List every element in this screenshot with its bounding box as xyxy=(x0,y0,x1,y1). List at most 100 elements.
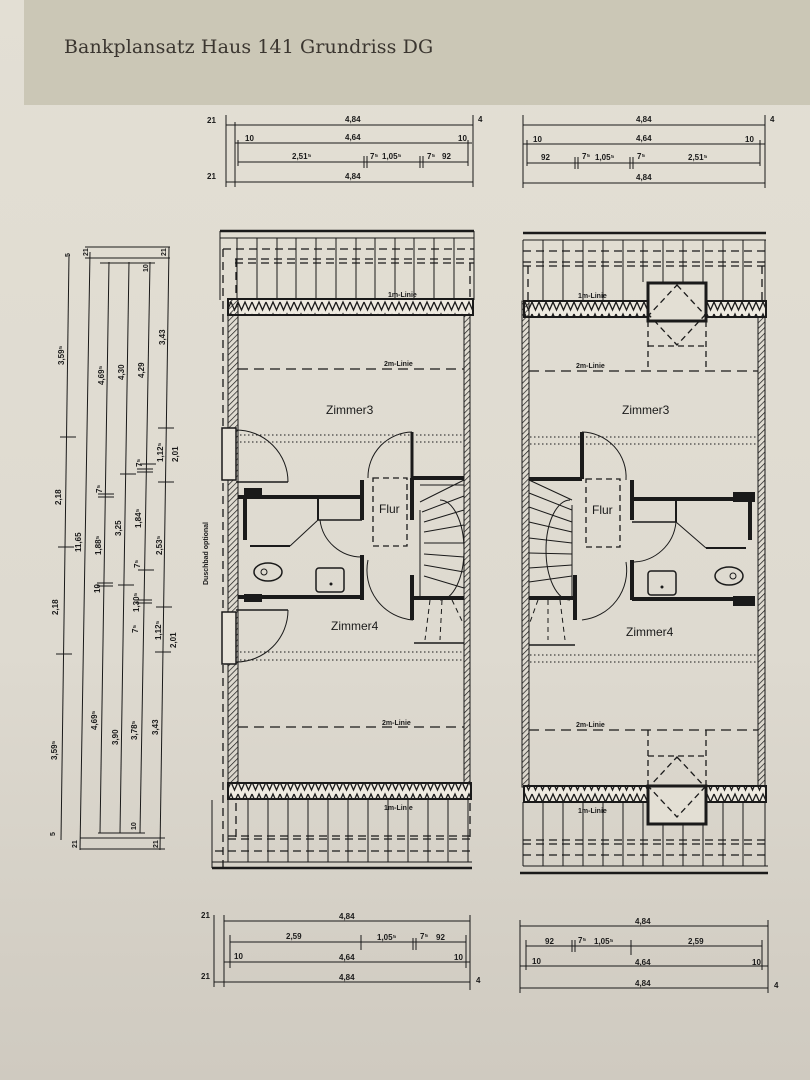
dim-label: 21 xyxy=(201,911,210,920)
svg-text:21: 21 xyxy=(161,248,168,256)
dim-label: 10 xyxy=(752,958,761,967)
dim-label: 4 xyxy=(770,115,775,124)
svg-text:21: 21 xyxy=(153,840,160,848)
dim-label: 10 xyxy=(532,957,541,966)
svg-text:2,18: 2,18 xyxy=(54,489,63,505)
svg-text:21: 21 xyxy=(83,248,90,256)
dim-label: 10 xyxy=(745,135,754,144)
svg-text:4,30: 4,30 xyxy=(117,364,126,380)
room-label-zimmer3: Zimmer3 xyxy=(326,403,374,417)
dim-label: 10 xyxy=(458,134,467,143)
svg-text:1,88⁵: 1,88⁵ xyxy=(94,535,103,555)
svg-text:3,43: 3,43 xyxy=(158,329,167,345)
svg-text:10: 10 xyxy=(93,584,102,593)
dim-label: 4,64 xyxy=(636,134,652,143)
dim-label: 4 xyxy=(476,976,481,985)
svg-text:1,12⁵: 1,12⁵ xyxy=(154,620,163,640)
dim-label: 7⁵ xyxy=(370,152,378,161)
dim-label: 92 xyxy=(545,937,554,946)
vertical-dimensions xyxy=(56,246,174,851)
dim-label: 1,05⁵ xyxy=(595,153,615,162)
svg-text:2,53⁵: 2,53⁵ xyxy=(155,535,164,555)
dim-label: 2,59 xyxy=(688,937,704,946)
dim-label: 2,51⁵ xyxy=(292,152,312,161)
line-label: 1m-Linie xyxy=(388,292,417,299)
dim-label: 92 xyxy=(442,152,451,161)
room-label-zimmer4: Zimmer4 xyxy=(626,625,674,639)
svg-text:7⁵: 7⁵ xyxy=(135,459,144,467)
room-label-flur: Flur xyxy=(592,503,613,517)
line-label: 2m-Linie xyxy=(576,722,605,729)
side-note-duschbad: Duschbad optional xyxy=(203,522,210,585)
left-floor-plan: 1m-Linie 2m-Linie Zimmer3 xyxy=(203,229,475,870)
right-bottom-dimensions xyxy=(519,920,769,993)
svg-text:5: 5 xyxy=(65,253,72,257)
room-label-zimmer3: Zimmer3 xyxy=(622,403,670,417)
dim-label: 4,64 xyxy=(339,953,355,962)
sink-icon xyxy=(315,567,345,593)
svg-text:3,78⁵: 3,78⁵ xyxy=(130,720,139,740)
dim-label: 92 xyxy=(541,153,550,162)
line-label: 2m-Linie xyxy=(576,363,605,370)
svg-text:7⁵: 7⁵ xyxy=(133,560,142,568)
dim-label: 10 xyxy=(533,135,542,144)
dim-label: 4,84 xyxy=(636,173,652,182)
header-band xyxy=(24,0,810,105)
svg-text:2,01: 2,01 xyxy=(171,446,180,462)
room-label-flur: Flur xyxy=(379,502,400,516)
right-top-dimensions xyxy=(522,115,766,188)
svg-text:4,69⁵: 4,69⁵ xyxy=(90,710,99,730)
dim-label: 4,84 xyxy=(635,979,651,988)
left-bottom-dimensions xyxy=(213,915,471,990)
room-label-zimmer4: Zimmer4 xyxy=(331,619,379,633)
toilet-icon xyxy=(253,562,283,582)
dim-label: 4,84 xyxy=(636,115,652,124)
line-label: 1m-Linie xyxy=(384,805,413,812)
line-label: 2m-Linie xyxy=(382,720,411,727)
svg-text:1,30⁵: 1,30⁵ xyxy=(132,592,141,612)
dim-label: 4,84 xyxy=(339,912,355,921)
dim-label: 10 xyxy=(234,952,243,961)
svg-text:1,84⁵: 1,84⁵ xyxy=(134,508,143,528)
dim-label: 7⁵ xyxy=(578,936,586,945)
svg-text:3,90: 3,90 xyxy=(111,729,120,745)
dim-label: 4,84 xyxy=(635,917,651,926)
svg-text:5: 5 xyxy=(50,832,57,836)
page-title: Bankplansatz Haus 141 Grundriss DG xyxy=(64,36,434,58)
svg-text:7⁵: 7⁵ xyxy=(131,625,140,633)
svg-text:4,29: 4,29 xyxy=(137,362,146,378)
dim-label: 10 xyxy=(454,953,463,962)
dim-label: 2,59 xyxy=(286,932,302,941)
dim-label: 4 xyxy=(774,981,779,990)
svg-text:3,25: 3,25 xyxy=(114,520,123,536)
dim-label: 1,05⁵ xyxy=(377,933,397,942)
left-top-dimensions xyxy=(225,115,474,187)
svg-text:11,65: 11,65 xyxy=(74,532,83,552)
svg-text:1,12⁵: 1,12⁵ xyxy=(156,442,165,462)
dim-label: 4 xyxy=(478,115,483,124)
svg-text:3,59⁵: 3,59⁵ xyxy=(50,740,59,760)
dim-label: 4,64 xyxy=(635,958,651,967)
svg-text:2,01: 2,01 xyxy=(169,632,178,648)
dim-label: 21 xyxy=(207,172,216,181)
dim-label: 7⁵ xyxy=(427,152,435,161)
dim-label: 7⁵ xyxy=(637,152,645,161)
line-label: 1m-Linie xyxy=(578,293,607,300)
svg-text:21: 21 xyxy=(72,840,79,848)
dim-label: 2,51⁵ xyxy=(688,153,708,162)
svg-text:3,43: 3,43 xyxy=(151,719,160,735)
svg-text:7⁵: 7⁵ xyxy=(95,485,104,493)
dim-label: 7⁵ xyxy=(420,932,428,941)
dim-label: 4,64 xyxy=(345,133,361,142)
sink-icon xyxy=(647,570,677,596)
right-floor-plan: 1m-Linie 2m-Linie Zimmer3 xyxy=(520,231,768,875)
svg-text:4,69⁵: 4,69⁵ xyxy=(97,365,106,385)
svg-text:3,59⁵: 3,59⁵ xyxy=(57,345,66,365)
dim-label: 4,84 xyxy=(339,973,355,982)
vertical-dim-labels: 5 3,59⁵ 2,18 2,18 3,59⁵ 5 21 11,65 21 4,… xyxy=(50,248,180,848)
dim-label: 10 xyxy=(245,134,254,143)
toilet-icon xyxy=(714,566,744,586)
line-label: 1m-Linie xyxy=(578,808,607,815)
dim-label: 4,84 xyxy=(345,115,361,124)
dim-label: 4,84 xyxy=(345,172,361,181)
